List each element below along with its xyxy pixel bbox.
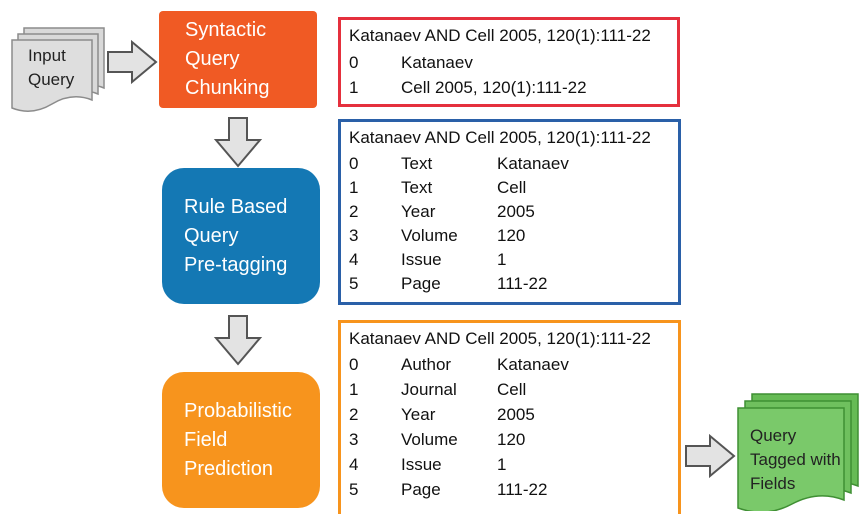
- row-type: Journal: [401, 380, 457, 399]
- step-line: Syntactic: [185, 19, 267, 41]
- row-type: Text: [401, 154, 433, 173]
- row-value: 2005: [497, 405, 535, 424]
- pretagging-output-panel: Katanaev AND Cell 2005, 120(1):111-22 0 …: [338, 119, 681, 305]
- row-value: 111-22: [497, 274, 548, 293]
- row-index: 0: [349, 355, 359, 374]
- row-type: Volume: [401, 430, 458, 449]
- panel-query: Katanaev AND Cell 2005, 120(1):111-22: [349, 329, 651, 348]
- chunking-output-panel: Katanaev AND Cell 2005, 120(1):111-22 0 …: [338, 17, 680, 107]
- row-index: 4: [349, 250, 359, 269]
- row-value: 1: [497, 455, 507, 474]
- step-syntactic-query-chunking: Syntactic Query Chunking: [159, 11, 317, 108]
- row-index: 2: [349, 405, 359, 424]
- arrow-right-icon: [685, 433, 736, 479]
- step-probabilistic-field-prediction: Probabilistic Field Prediction: [162, 372, 320, 508]
- output-line: Query: [750, 426, 797, 445]
- row-type: Page: [401, 480, 441, 499]
- step-line: Prediction: [184, 457, 273, 480]
- row-value: Cell 2005, 120(1):111-22: [401, 78, 587, 97]
- row-type: Text: [401, 178, 433, 197]
- row-type: Year: [401, 405, 436, 424]
- step-rule-based-pre-tagging: Rule Based Query Pre-tagging: [162, 168, 320, 304]
- input-document-stack-icon: [11, 27, 105, 112]
- row-type: Issue: [401, 250, 442, 269]
- arrow-down-icon: [213, 117, 263, 168]
- prediction-output-panel: Katanaev AND Cell 2005, 120(1):111-22 0 …: [338, 320, 681, 514]
- row-index: 1: [349, 78, 359, 97]
- row-value: Cell: [497, 178, 527, 197]
- row-type: Year: [401, 202, 436, 221]
- panel-query: Katanaev AND Cell 2005, 120(1):111-22: [349, 26, 651, 45]
- row-index: 2: [349, 202, 359, 221]
- row-index: 4: [349, 455, 359, 474]
- step-line: Rule Based: [184, 195, 288, 218]
- input-line: Query: [28, 70, 75, 89]
- row-index: 3: [349, 430, 359, 449]
- row-value: Katanaev: [401, 53, 473, 72]
- row-type: Author: [401, 355, 452, 374]
- step-line: Query: [185, 48, 240, 70]
- output-label: Query Tagged with Fields: [750, 424, 841, 496]
- output-line: Tagged with: [750, 450, 841, 469]
- row-value: 111-22: [497, 480, 548, 499]
- row-value: 120: [497, 430, 526, 449]
- row-index: 0: [349, 53, 359, 72]
- arrow-right-icon: [107, 39, 158, 85]
- row-index: 3: [349, 226, 359, 245]
- step-line: Field: [184, 428, 228, 451]
- row-type: Volume: [401, 226, 458, 245]
- arrow-down-icon: [213, 315, 263, 366]
- step-line: Probabilistic: [184, 399, 292, 422]
- input-query-label: Input Query: [28, 44, 74, 92]
- panel-query: Katanaev AND Cell 2005, 120(1):111-22: [349, 128, 651, 147]
- row-value: Katanaev: [497, 355, 569, 374]
- row-value: Cell: [497, 380, 527, 399]
- row-index: 5: [349, 274, 359, 293]
- output-line: Fields: [750, 474, 796, 493]
- row-value: Katanaev: [497, 154, 569, 173]
- row-type: Page: [401, 274, 441, 293]
- row-value: 1: [497, 250, 507, 269]
- step-line: Chunking: [185, 77, 270, 99]
- row-index: 1: [349, 178, 359, 197]
- row-index: 1: [349, 380, 359, 399]
- row-value: 2005: [497, 202, 535, 221]
- row-type: Issue: [401, 455, 442, 474]
- output-document-stack-icon: [737, 393, 859, 511]
- step-line: Query: [184, 224, 239, 247]
- row-index: 5: [349, 480, 359, 499]
- step-line: Pre-tagging: [184, 253, 288, 276]
- row-value: 120: [497, 226, 526, 245]
- input-line: Input: [28, 46, 66, 65]
- row-index: 0: [349, 154, 359, 173]
